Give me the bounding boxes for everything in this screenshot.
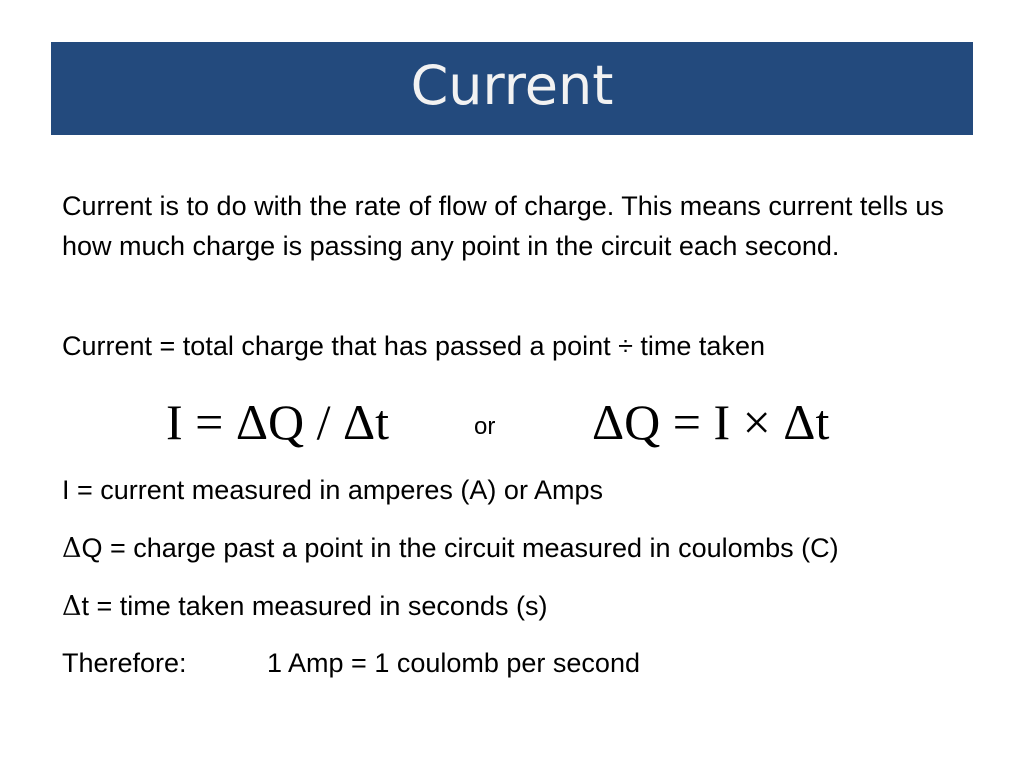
charge-definition-text: Q = charge past a point in the circuit m… [81,533,839,563]
formula-current: I = ΔQ / Δt [166,394,390,450]
time-definition: Δt = time taken measured in seconds (s) [62,586,962,627]
delta-symbol: Δ [62,533,82,564]
therefore-label: Therefore: [62,648,187,678]
formula-or-label: or [474,413,496,440]
delta-symbol: Δ [62,591,82,622]
charge-definition: ΔQ = charge past a point in the circuit … [62,528,962,569]
therefore-text: 1 Amp = 1 coulomb per second [267,648,640,678]
formula-charge: ΔQ = I × Δt [592,394,830,450]
therefore-line: Therefore: 1 Amp = 1 coulomb per second [62,643,962,683]
time-definition-text: t = time taken measured in seconds (s) [81,591,548,621]
intro-paragraph: Current is to do with the rate of flow o… [62,191,944,261]
slide-title: Current [410,54,614,117]
title-bar: Current [51,42,973,135]
current-definition: I = current measured in amperes (A) or A… [62,475,603,505]
formula-row: I = ΔQ / Δt or ΔQ = I × Δt [0,392,1024,454]
definition-line: Current = total charge that has passed a… [62,331,765,361]
